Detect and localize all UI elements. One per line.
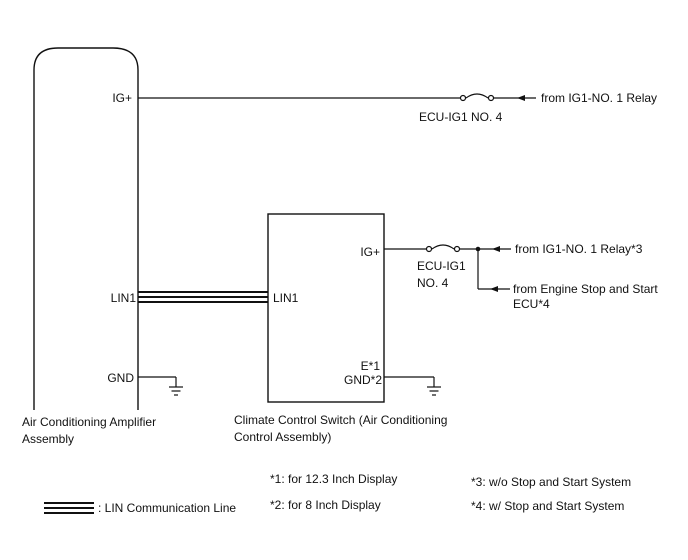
mid-fuse-label-line1: ECU-IG1 xyxy=(417,259,466,273)
switch-name-line1: Climate Control Switch (Air Conditioning xyxy=(234,413,447,427)
switch-pin-gnd: GND*2 xyxy=(344,373,382,387)
amplifier-pin-lin1: LIN1 xyxy=(111,291,137,305)
fuse-symbol-mid xyxy=(425,244,461,253)
lin-communication-line xyxy=(138,291,268,303)
bottom-source-arrow xyxy=(490,286,498,292)
top-source-arrow xyxy=(517,95,525,101)
note-3: *3: w/o Stop and Start System xyxy=(471,475,631,489)
amplifier-assembly-body xyxy=(33,47,139,410)
mid-source-label: from IG1-NO. 1 Relay*3 xyxy=(515,242,643,256)
switch-pin-lin1: LIN1 xyxy=(273,291,299,305)
legend-lin-line-sample xyxy=(44,502,94,514)
amplifier-pin-ig: IG+ xyxy=(112,91,132,105)
switch-name-line2: Control Assembly) xyxy=(234,430,331,444)
note-2: *2: for 8 Inch Display xyxy=(270,498,381,512)
top-source-label: from IG1-NO. 1 Relay xyxy=(541,91,657,105)
note-1: *1: for 12.3 Inch Display xyxy=(270,472,397,486)
bottom-source-label-line2: ECU*4 xyxy=(513,297,550,311)
switch-pin-e: E*1 xyxy=(361,359,381,373)
legend-lin-label: : LIN Communication Line xyxy=(98,501,236,515)
bottom-source-label-line1: from Engine Stop and Start xyxy=(513,282,658,296)
mid-fuse-label-line2: NO. 4 xyxy=(417,276,449,290)
note-4: *4: w/ Stop and Start System xyxy=(471,499,624,513)
mid-source-arrow xyxy=(492,246,500,252)
amplifier-name-line1: Air Conditioning Amplifier xyxy=(22,415,156,429)
climate-control-switch-box xyxy=(267,213,385,403)
ground-symbol-amplifier xyxy=(169,386,183,396)
top-fuse-label: ECU-IG1 NO. 4 xyxy=(419,110,503,124)
ground-symbol-switch xyxy=(427,386,441,396)
amplifier-pin-gnd: GND xyxy=(107,371,134,385)
switch-pin-ig: IG+ xyxy=(360,245,380,259)
fuse-symbol-top xyxy=(459,93,495,102)
amplifier-name-line2: Assembly xyxy=(22,432,74,446)
